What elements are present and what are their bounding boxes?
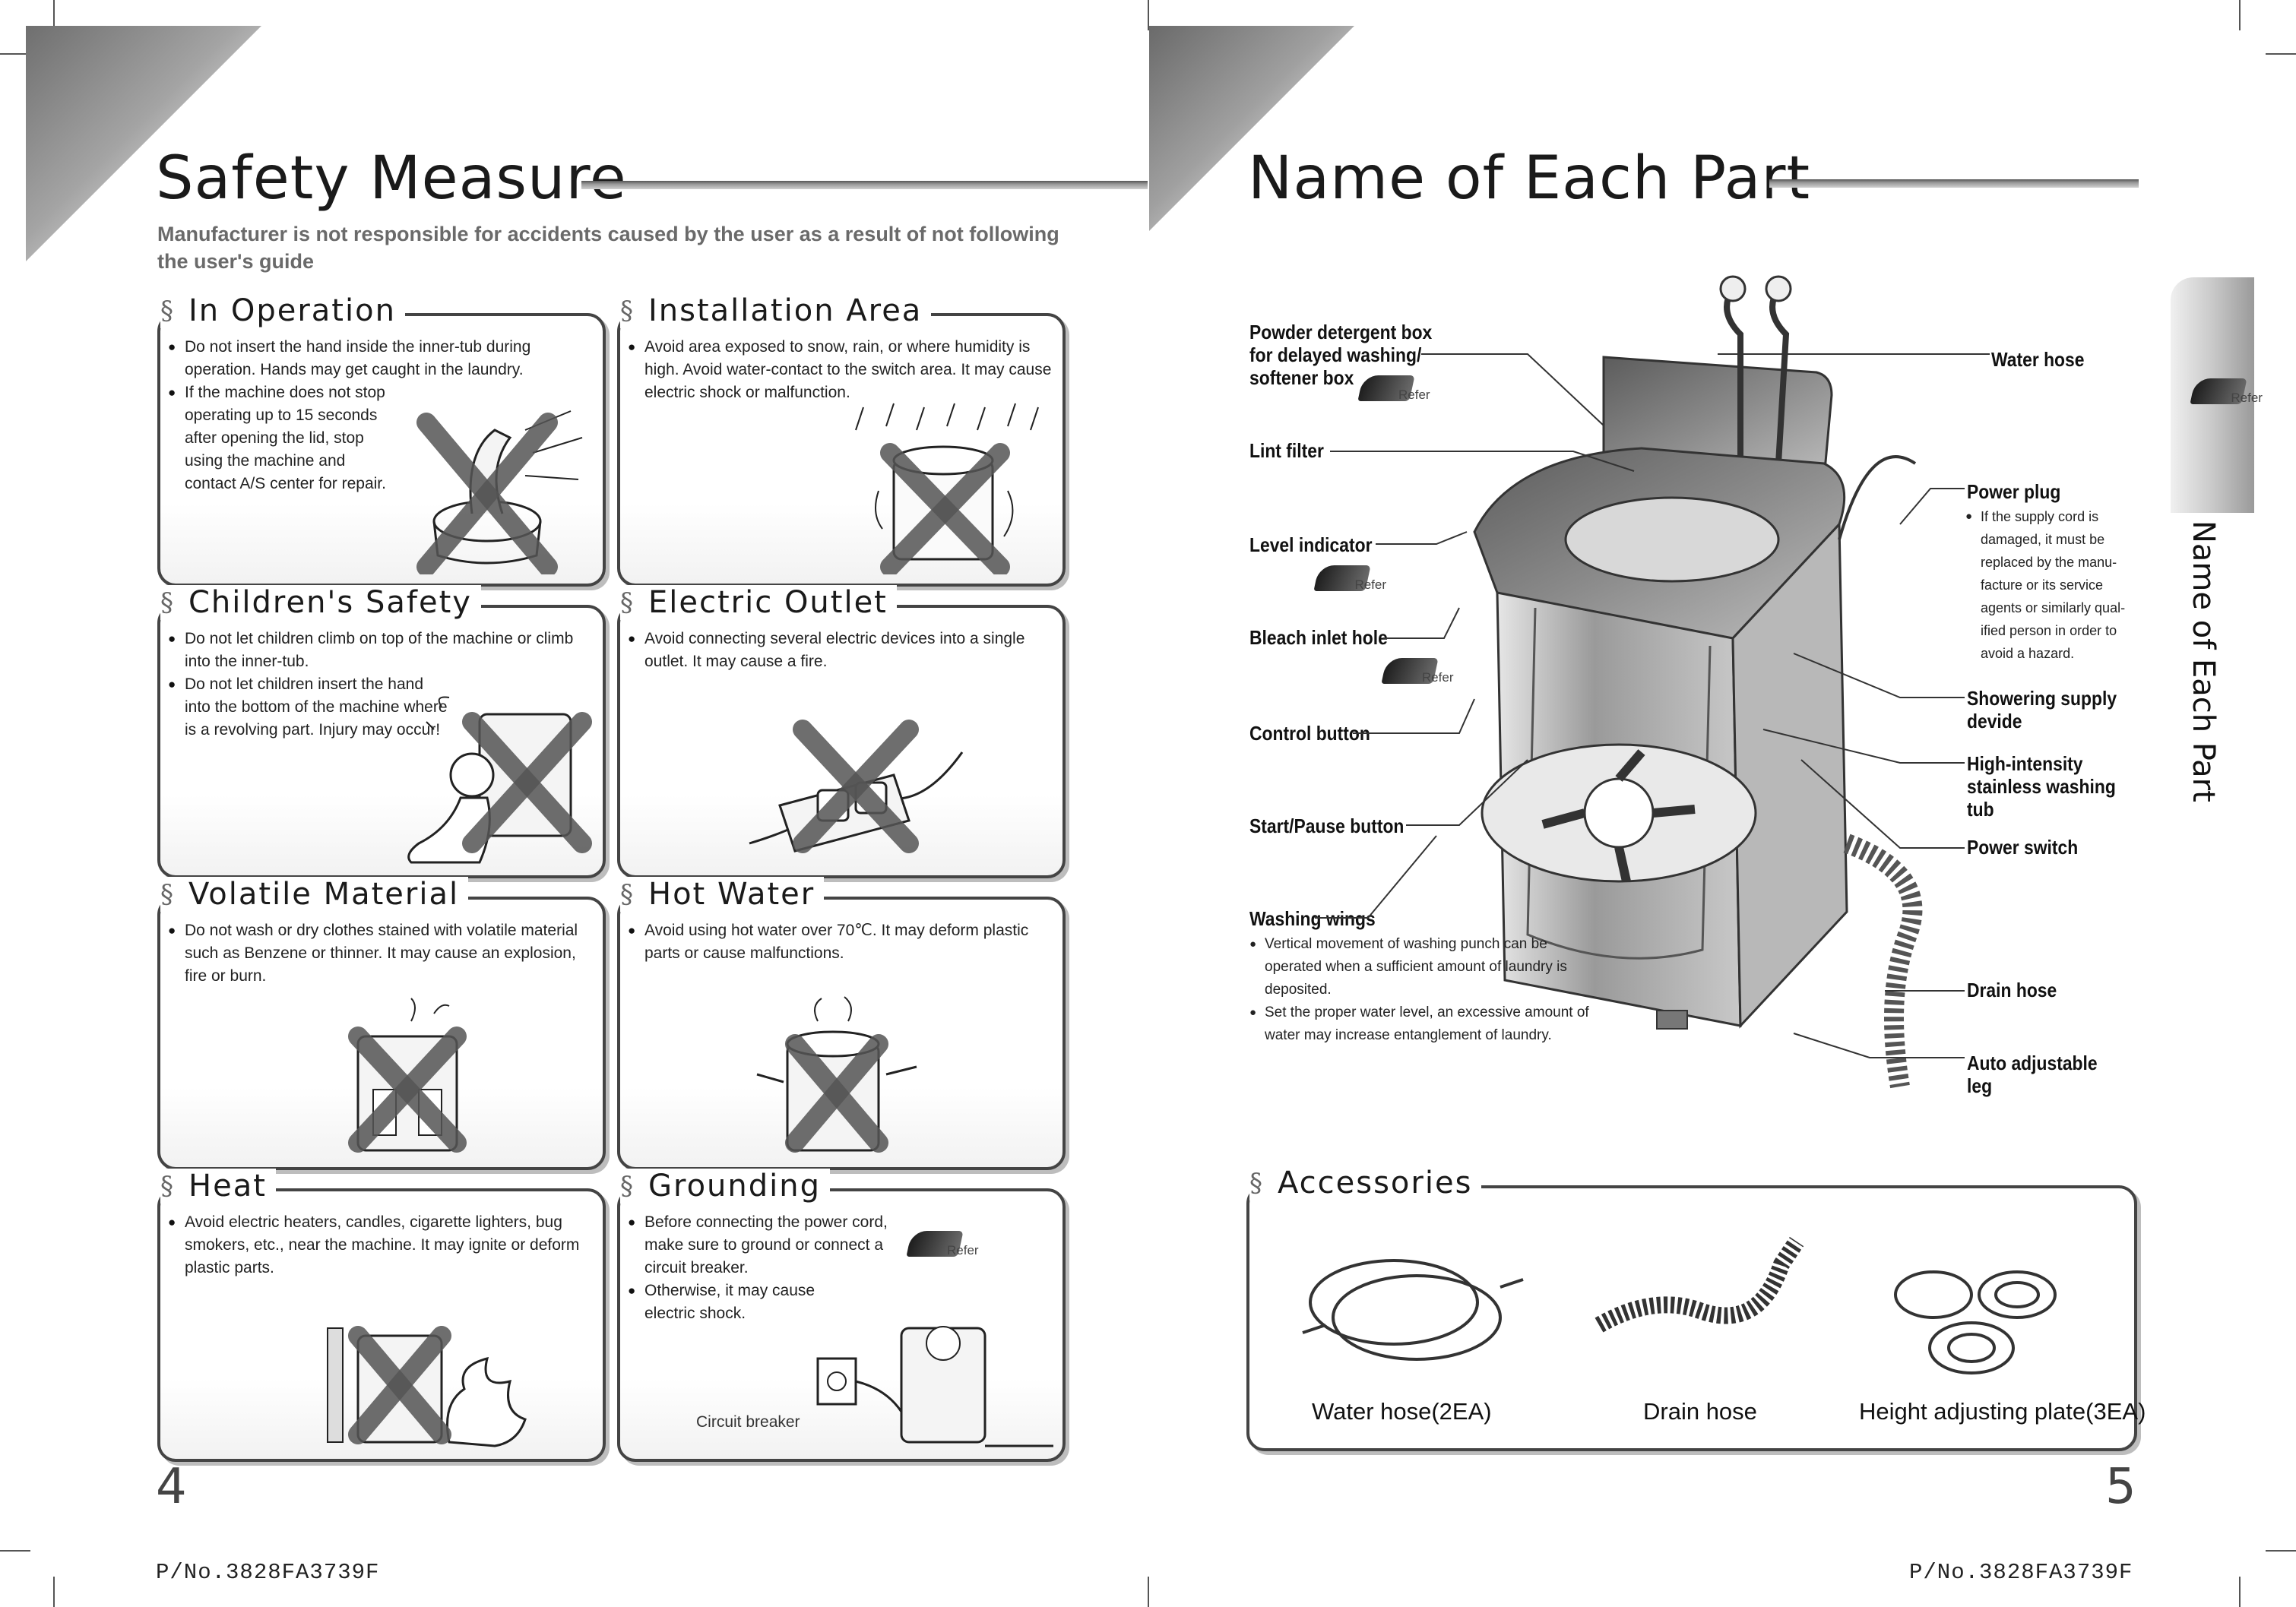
refer-icon: Refer (906, 1228, 979, 1260)
refer-icon: Refer (1313, 562, 1386, 594)
bullet: Do not let children insert the hand into… (168, 673, 449, 742)
bullet: Do not insert the hand inside the inner-… (168, 336, 595, 381)
page-title: Safety Measure (156, 144, 627, 213)
bullet: Avoid area exposed to snow, rain, or whe… (628, 336, 1055, 404)
circuit-breaker-caption: Circuit breaker (696, 1413, 800, 1431)
refer-icon: Refer (1381, 655, 1453, 687)
label-level-indicator: Level indicator (1249, 533, 1373, 556)
panel-volatile-material: § Volatile Material Do not wash or dry cl… (157, 877, 606, 1170)
refer-icon: Refer (2190, 375, 2263, 407)
washing-wings-notes: Vertical movement of washing punch can b… (1249, 933, 1591, 1047)
label-power-switch: Power switch (1967, 836, 2079, 859)
label-lint-filter: Lint filter (1249, 439, 1324, 462)
accessory-label: Height adjusting plate(3EA) (1859, 1398, 2146, 1425)
page-title: Name of Each Part (1248, 144, 1811, 213)
section-icon: § (160, 296, 173, 326)
section-title: Installation Area (648, 293, 923, 328)
section-icon: § (160, 1171, 173, 1201)
part-number: P/No.3828FA3739F (156, 1560, 380, 1585)
section-title: Grounding (648, 1169, 821, 1204)
bullet: Before connecting the power cord, make s… (628, 1211, 917, 1280)
bullet: If the machine does not stop operating u… (168, 381, 396, 495)
panel-hot-water: § Hot Water Avoid using hot water over 70… (617, 877, 1066, 1170)
bullet: Otherwise, it may cause electric shock. (628, 1280, 825, 1325)
label-water-hose: Water hose (1991, 348, 2085, 371)
section-title: Hot Water (648, 877, 815, 912)
label-power-plug: Power plug (1967, 480, 2061, 503)
panel-electric-outlet: § Electric Outlet Avoid connecting severa… (617, 585, 1066, 878)
leader-lines (1315, 353, 1990, 1058)
bullet: Avoid connecting several electric device… (628, 628, 1055, 673)
title-rule (1769, 179, 2139, 188)
section-icon: § (620, 1171, 633, 1201)
bullet: Do not wash or dry clothes stained with … (168, 919, 595, 988)
label-showering-supply: Showering supply devide (1967, 687, 2117, 732)
child-machine-illustration (407, 696, 592, 864)
label-start-pause: Start/Pause button (1249, 815, 1405, 837)
accessories-panel: §Accessories Water hose(2EA) Drain hose … (1246, 1166, 2146, 1451)
page-number: 4 (156, 1459, 187, 1515)
accessories-illustration (1302, 1236, 2057, 1374)
grounding-illustration (816, 1326, 1053, 1447)
panel-grounding: § Grounding Before connecting the power c… (617, 1169, 1066, 1462)
rain-machine-illustration (855, 403, 1039, 574)
panel-heat: § Heat Avoid electric heaters, candles, c… (157, 1169, 606, 1462)
section-title: In Operation (188, 293, 396, 328)
page-number: 5 (2105, 1459, 2136, 1515)
accessories-title: Accessories (1278, 1166, 1473, 1201)
section-icon: § (620, 587, 633, 618)
panel-in-operation: § In Operation Do not insert the hand ins… (157, 293, 606, 587)
disclaimer: Manufacturer is not responsible for acci… (157, 223, 1059, 273)
label-auto-adjustable-leg: Auto adjustable leg (1967, 1052, 2098, 1097)
section-title: Volatile Material (188, 877, 460, 912)
panel-installation-area: § Installation Area Avoid area exposed to… (617, 293, 1066, 587)
multi-plug-illustration (749, 720, 964, 853)
hot-water-illustration (756, 996, 917, 1153)
section-title: Children's Safety (188, 585, 472, 620)
label-control-button: Control button (1249, 722, 1370, 745)
label-powder-box: Powder detergent box for delayed washing… (1249, 321, 1433, 389)
title-rule (581, 181, 1148, 189)
bullet: Avoid electric heaters, candles, cigaret… (168, 1211, 595, 1280)
volatile-material-illustration (348, 998, 467, 1153)
note: Vertical movement of washing punch can b… (1249, 933, 1591, 1001)
accessory-label: Drain hose (1643, 1398, 1757, 1425)
side-tab-label: Name of Each Part (2186, 520, 2221, 802)
section-icon: § (160, 587, 173, 618)
accessory-label: Water hose(2EA) (1312, 1398, 1492, 1425)
label-washing-tub: High-intensity stainless washing tub (1967, 752, 2116, 821)
heat-fire-illustration (327, 1326, 527, 1447)
power-plug-note: If the supply cord is damaged, it must b… (1965, 505, 2148, 665)
hand-in-tub-illustration (416, 410, 583, 574)
section-icon: § (620, 879, 633, 909)
bullet: Do not let children climb on top of the … (168, 628, 595, 673)
section-icon: § (160, 879, 173, 909)
part-number: P/No.3828FA3739F (1909, 1560, 2133, 1585)
section-title: Heat (188, 1169, 267, 1204)
label-bleach-inlet: Bleach inlet hole (1249, 626, 1388, 649)
note: Set the proper water level, an excessive… (1249, 1001, 1591, 1047)
section-icon: § (1249, 1168, 1262, 1198)
refer-icon: Refer (1357, 372, 1430, 404)
bullet: Avoid using hot water over 70℃. It may d… (628, 919, 1055, 965)
washing-machine-diagram (1473, 275, 1923, 1089)
panel-childrens-safety: § Children's Safety Do not let children c… (157, 585, 606, 878)
label-drain-hose: Drain hose (1967, 979, 2057, 1001)
section-icon: § (620, 296, 633, 326)
note: If the supply cord is damaged, it must b… (1965, 505, 2148, 665)
section-title: Electric Outlet (648, 585, 888, 620)
